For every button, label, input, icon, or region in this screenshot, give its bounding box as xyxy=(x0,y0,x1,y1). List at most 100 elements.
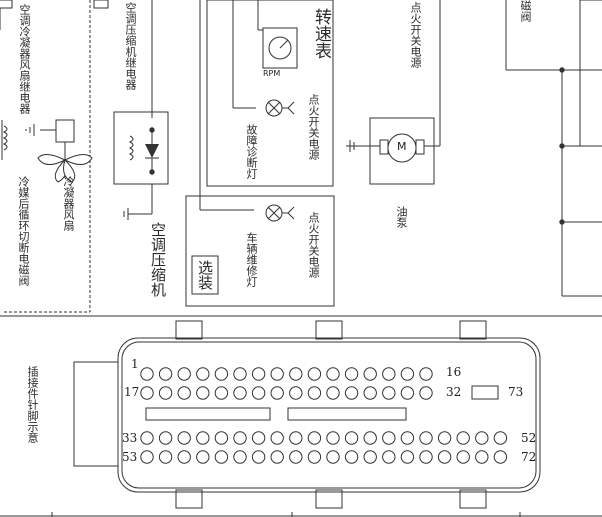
fuel-pump-box xyxy=(346,0,441,185)
connector-pin xyxy=(214,367,229,381)
connector-pin xyxy=(307,450,322,464)
connector-pin xyxy=(400,386,415,400)
connector-pin xyxy=(233,386,247,400)
connector-pin xyxy=(363,431,377,445)
connector-pins xyxy=(140,367,508,464)
connector-pin xyxy=(214,431,229,445)
right-bus-wires xyxy=(505,0,602,297)
connector-pin xyxy=(251,386,266,400)
fan-label: 冷凝器风扇 xyxy=(62,176,75,231)
ignition-power-3-label: 点火开关电源 xyxy=(307,212,320,278)
connector-pin xyxy=(270,450,284,464)
connector-pin xyxy=(400,450,415,464)
fan-relay-label: 空调冷凝器风扇继电器 xyxy=(18,4,31,114)
connector-pin xyxy=(307,386,322,400)
connector-pin xyxy=(214,450,229,464)
connector-pin xyxy=(363,450,377,464)
connector-pin xyxy=(456,431,470,445)
connector-pin xyxy=(307,367,322,381)
pin-label-row3-end: 52 xyxy=(521,431,537,445)
connector-pin xyxy=(344,367,359,381)
connector-pin xyxy=(251,431,266,445)
pin-label-row4-start: 53 xyxy=(122,450,138,464)
connector-pin xyxy=(251,450,266,464)
connector-pin xyxy=(326,367,340,381)
connector-pin xyxy=(382,367,396,381)
connector-pin xyxy=(289,386,303,400)
connector-pin xyxy=(382,450,396,464)
connector-pin xyxy=(270,386,284,400)
connector-pin xyxy=(177,386,191,400)
connector-pin xyxy=(344,450,359,464)
pin-label-row1-end: 16 xyxy=(446,365,462,379)
optional-label: 选装 xyxy=(196,260,214,290)
fuel-pump-label: 油泵 xyxy=(395,206,408,228)
connector-pin xyxy=(158,386,173,400)
connector-pin xyxy=(419,386,433,400)
connector-pin xyxy=(196,367,210,381)
connector-pin xyxy=(437,450,452,464)
pin-label-row2-start: 17 xyxy=(124,385,140,399)
connector-pin xyxy=(363,386,377,400)
connector-pin xyxy=(140,367,154,381)
connector-pin xyxy=(140,386,154,400)
connector-pin xyxy=(419,367,433,381)
connector-pin xyxy=(382,386,396,400)
connector-pin xyxy=(158,431,173,445)
connector-title: 插接件针脚示意 xyxy=(26,366,39,443)
pin-label-row1-start: 1 xyxy=(131,357,139,371)
connector-pin xyxy=(177,367,191,381)
connector-pin xyxy=(289,431,303,445)
connector-pin xyxy=(419,450,433,464)
connector-pin xyxy=(437,431,452,445)
connector-pin xyxy=(289,367,303,381)
cutoff-valve-label: 冷媒后循环切断电磁阀 xyxy=(17,176,30,286)
connector-pin xyxy=(493,450,508,464)
connector-pin xyxy=(456,450,470,464)
connector-pin xyxy=(270,431,284,445)
solenoid-coil-icon xyxy=(1,120,8,160)
connector-pin xyxy=(177,431,191,445)
connector-pin xyxy=(382,431,396,445)
connector-pin xyxy=(270,367,284,381)
fault-lamp-label: 故障诊断灯 xyxy=(245,124,258,179)
connector-pin xyxy=(475,431,489,445)
service-lamp-label: 车辆维修灯 xyxy=(245,232,258,287)
rpm-label: RPM xyxy=(263,69,281,78)
connector-pin xyxy=(289,450,303,464)
connector-pin xyxy=(326,386,340,400)
solenoid-label: 磁阀 xyxy=(519,0,532,22)
connector-body xyxy=(73,320,541,509)
ignition-power-1-label: 点火开关电源 xyxy=(307,94,320,160)
connector-pin xyxy=(177,450,191,464)
connector-pin xyxy=(419,431,433,445)
connector-pin xyxy=(233,367,247,381)
compressor-relay-box xyxy=(113,0,169,220)
connector-pin xyxy=(214,386,229,400)
pin-label-row3-start: 33 xyxy=(122,431,138,445)
tacho-panel xyxy=(199,0,334,210)
connector-pin xyxy=(233,431,247,445)
connector-pin xyxy=(475,450,489,464)
connector-pin xyxy=(326,431,340,445)
connector-pin xyxy=(233,450,247,464)
connector-pin xyxy=(493,431,508,445)
ignition-power-2-label: 点火开关电源 xyxy=(409,2,422,68)
connector-pin xyxy=(307,431,322,445)
compressor-relay-label: 空调压缩机继电器 xyxy=(124,2,137,90)
connector-pin xyxy=(140,450,154,464)
pin-label-73: 73 xyxy=(508,385,524,399)
service-lamp-panel xyxy=(185,195,335,307)
connector-pin xyxy=(344,386,359,400)
pin-label-row2-end: 32 xyxy=(446,385,462,399)
connector-pin xyxy=(400,367,415,381)
connector-pin xyxy=(196,431,210,445)
compressor-label: 空调压缩机 xyxy=(149,222,167,297)
connector-pin xyxy=(196,386,210,400)
connector-pin xyxy=(363,367,377,381)
connector-pin xyxy=(326,450,340,464)
connector-pin xyxy=(400,431,415,445)
connector-pin xyxy=(251,367,266,381)
connector-pin xyxy=(344,431,359,445)
